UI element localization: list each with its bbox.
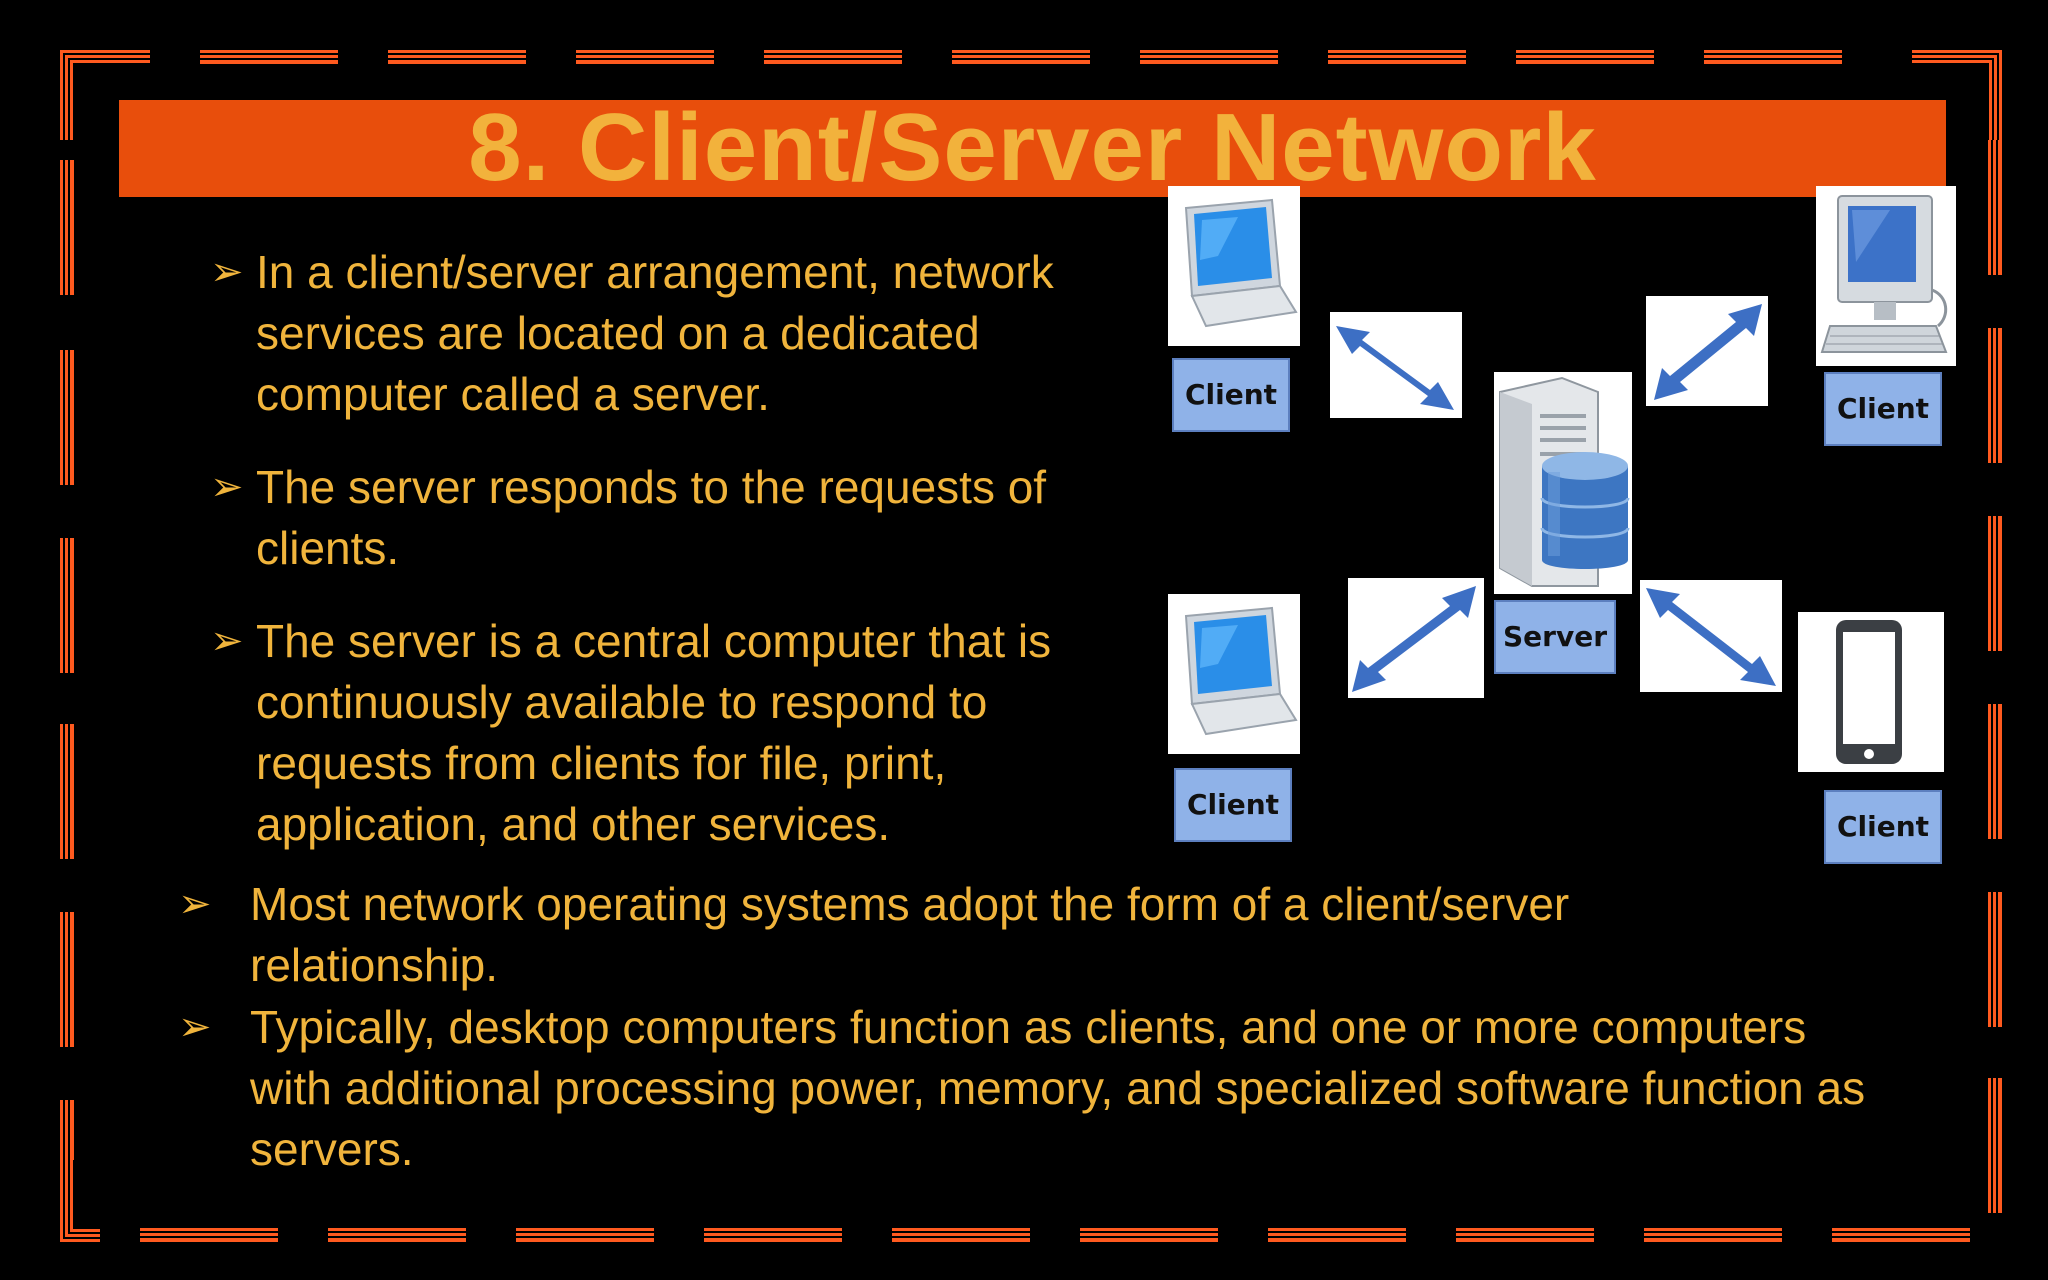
border-dash bbox=[1268, 1228, 1406, 1242]
border-dash bbox=[952, 50, 1090, 64]
border-dash bbox=[764, 50, 902, 64]
bullet-item: ➢ Typically, desktop computers function … bbox=[178, 997, 1898, 1180]
border-dash bbox=[1988, 1078, 2002, 1213]
border-dash bbox=[1644, 1228, 1782, 1242]
bullet-item: ➢ Most network operating systems adopt t… bbox=[178, 874, 1898, 996]
smartphone-icon bbox=[1798, 612, 1944, 772]
border-dash bbox=[1456, 1228, 1594, 1242]
bullet-text: Most network operating systems adopt the… bbox=[250, 878, 1570, 991]
bullet-item: ➢ In a client/server arrangement, networ… bbox=[210, 242, 1110, 425]
border-dash bbox=[892, 1228, 1030, 1242]
double-arrow-icon bbox=[1348, 578, 1484, 698]
border-dash bbox=[1516, 50, 1654, 64]
border-dash bbox=[1988, 328, 2002, 463]
border-dash bbox=[1704, 50, 1842, 64]
border-dash bbox=[1988, 892, 2002, 1027]
border-dash bbox=[1988, 140, 2002, 275]
bullet-arrow-icon: ➢ bbox=[178, 882, 212, 926]
border-dash bbox=[1328, 50, 1466, 64]
border-corner bbox=[1912, 50, 2002, 140]
server-label: Server bbox=[1494, 600, 1616, 674]
bullet-arrow-icon: ➢ bbox=[210, 250, 244, 294]
border-dash bbox=[1080, 1228, 1218, 1242]
border-dash bbox=[1988, 704, 2002, 839]
border-dash bbox=[200, 50, 338, 64]
title-bar: 8. Client/Server Network bbox=[119, 94, 1946, 201]
client-label: Client bbox=[1824, 372, 1942, 446]
client-label: Client bbox=[1824, 790, 1942, 864]
border-dash bbox=[1988, 516, 2002, 651]
bullet-item: ➢ The server responds to the requests of… bbox=[210, 457, 1110, 579]
double-arrow-icon bbox=[1330, 312, 1462, 418]
border-dash bbox=[576, 50, 714, 64]
border-corner bbox=[60, 1152, 100, 1242]
slide-title: 8. Client/Server Network bbox=[468, 94, 1597, 201]
bullet-text: The server is a central computer that is… bbox=[256, 615, 1052, 850]
client-label: Client bbox=[1172, 358, 1290, 432]
border-dash bbox=[140, 1228, 278, 1242]
border-dash bbox=[60, 1100, 74, 1160]
border-dash bbox=[60, 160, 74, 295]
border-dash bbox=[60, 538, 74, 673]
bullet-arrow-icon: ➢ bbox=[210, 619, 244, 663]
bullet-text: In a client/server arrangement, network … bbox=[256, 246, 1054, 420]
double-arrow-icon bbox=[1640, 580, 1782, 692]
border-corner bbox=[60, 50, 150, 140]
border-dash bbox=[1832, 1228, 1970, 1242]
bullet-arrow-icon: ➢ bbox=[210, 465, 244, 509]
border-dash bbox=[60, 912, 74, 1047]
desktop-computer-icon bbox=[1816, 186, 1956, 366]
border-dash bbox=[388, 50, 526, 64]
border-dash bbox=[60, 350, 74, 485]
bullet-text: The server responds to the requests of c… bbox=[256, 461, 1047, 574]
client-label: Client bbox=[1174, 768, 1292, 842]
bullet-text: Typically, desktop computers function as… bbox=[250, 1001, 1866, 1175]
laptop-icon bbox=[1168, 186, 1300, 346]
laptop-icon bbox=[1168, 594, 1300, 754]
bullet-arrow-icon: ➢ bbox=[178, 1005, 212, 1049]
border-dash bbox=[516, 1228, 654, 1242]
database-icon bbox=[1540, 452, 1630, 569]
border-dash bbox=[60, 724, 74, 859]
bullet-item: ➢ The server is a central computer that … bbox=[210, 611, 1110, 855]
border-dash bbox=[704, 1228, 842, 1242]
border-dash bbox=[328, 1228, 466, 1242]
border-dash bbox=[1140, 50, 1278, 64]
double-arrow-icon bbox=[1646, 296, 1768, 406]
